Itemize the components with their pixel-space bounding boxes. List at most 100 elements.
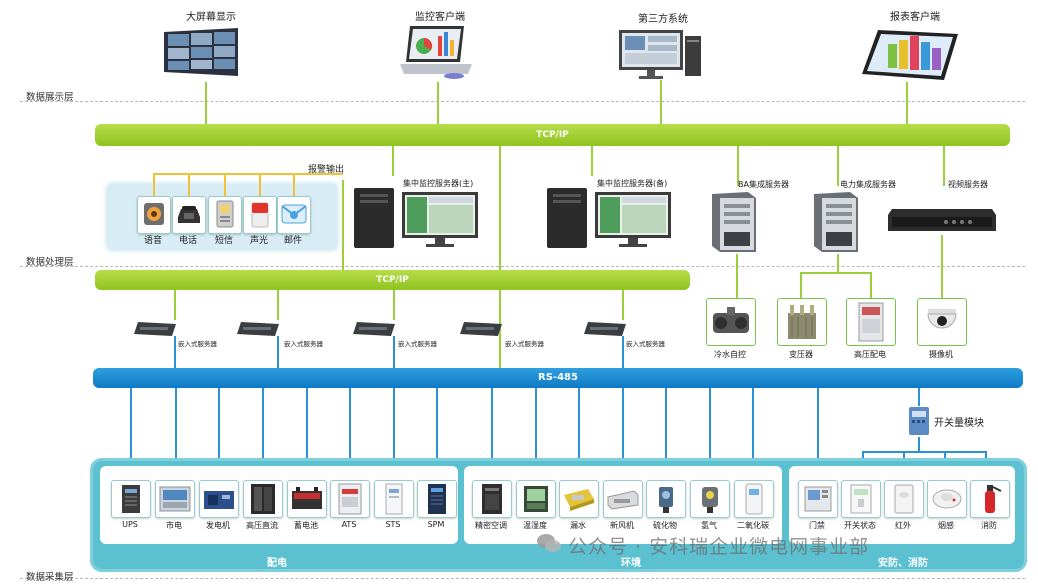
smoke-detector-tile bbox=[927, 480, 967, 518]
alarm-device-label: 邮件 bbox=[283, 236, 302, 246]
connector-line bbox=[737, 146, 739, 186]
battery-tile bbox=[287, 480, 327, 518]
power-section-title: 配电 bbox=[267, 558, 287, 569]
alarm-wire bbox=[224, 173, 226, 197]
security-device-label: 消防 bbox=[981, 521, 997, 530]
speaker-icon bbox=[144, 203, 164, 225]
smoke-detector-icon bbox=[932, 489, 962, 509]
alarm-wire bbox=[259, 173, 261, 197]
connector-line bbox=[130, 388, 132, 480]
connector-line bbox=[491, 388, 493, 480]
power-device-label: 市电 bbox=[166, 521, 182, 530]
connector-line bbox=[393, 336, 395, 368]
spm-cabinet-icon bbox=[428, 484, 446, 514]
security-section-title: 安防、消防 bbox=[878, 558, 928, 569]
thermo-hygrometer-icon bbox=[524, 486, 548, 512]
integrated-device-label: 变压器 bbox=[789, 350, 813, 359]
battery-icon bbox=[292, 487, 322, 509]
environment-device-label: 漏水 bbox=[570, 521, 586, 530]
fresh-air-unit-icon bbox=[607, 490, 639, 510]
connector-line bbox=[941, 235, 943, 298]
report-client-label: 报表客户端 bbox=[890, 12, 940, 23]
sms-modem-icon bbox=[216, 200, 234, 228]
switch-module-label: 开关量模块 bbox=[934, 418, 984, 429]
embedded-server-label: 嵌入式服务器 bbox=[178, 340, 217, 348]
video-server-label: 视频服务器 bbox=[948, 180, 988, 189]
connector-line bbox=[393, 388, 395, 480]
co2-tile bbox=[734, 480, 774, 518]
connector-line bbox=[175, 388, 177, 480]
security-device-label: 红外 bbox=[895, 521, 911, 530]
alarm-wire bbox=[293, 173, 295, 197]
fire-extinguisher-icon bbox=[985, 485, 1002, 513]
hydrogen-detector-icon bbox=[702, 487, 718, 513]
collection-layer-label: 数据采集层 bbox=[26, 572, 74, 583]
big-screen-label: 大屏幕显示 bbox=[186, 12, 236, 23]
connector-line bbox=[591, 146, 593, 176]
access-control-icon bbox=[804, 486, 832, 512]
email-icon bbox=[281, 204, 307, 224]
ats-switch-icon bbox=[338, 483, 362, 515]
embedded-server-unit bbox=[134, 321, 176, 336]
alarm-device-label: 声光 bbox=[249, 236, 268, 246]
switch-module-icon bbox=[906, 405, 932, 437]
tcp-ip-label: TCP/IP bbox=[536, 130, 569, 140]
watermark-text: 公众号 · 安科瑞企业微电网事业部 bbox=[568, 536, 870, 558]
hvdc-tile bbox=[243, 480, 283, 518]
precision-ac-icon bbox=[482, 484, 502, 514]
chiller-control-tile bbox=[706, 298, 756, 346]
connector-line bbox=[262, 388, 264, 480]
alarm-output-label: 报警输出 bbox=[308, 165, 345, 175]
connector-line bbox=[800, 272, 802, 298]
embedded-server-unit bbox=[584, 321, 626, 336]
backup-server-label: 集中监控服务器(备) bbox=[597, 179, 668, 188]
embedded-server-unit bbox=[353, 321, 395, 336]
processing-layer-divider bbox=[20, 266, 1025, 267]
connector-line bbox=[342, 180, 344, 270]
integrated-device-label: 摄像机 bbox=[929, 350, 953, 359]
connector-line bbox=[277, 336, 279, 368]
desktop-computer-icon bbox=[615, 26, 705, 80]
precision-ac-tile bbox=[472, 480, 512, 518]
connector-line bbox=[817, 388, 819, 480]
security-device-label: 门禁 bbox=[809, 521, 825, 530]
rs485-bus: RS-485 bbox=[93, 368, 1023, 388]
power-device-label: ATS bbox=[341, 520, 357, 529]
monitor-client-label: 监控客户端 bbox=[415, 12, 465, 23]
sms-alarm-tile bbox=[208, 196, 242, 234]
hvdc-cabinet-icon bbox=[251, 484, 275, 514]
connector-line bbox=[870, 272, 872, 298]
embedded-server-unit bbox=[460, 321, 502, 336]
switch-status-tile bbox=[841, 480, 881, 518]
infrared-tile bbox=[884, 480, 924, 518]
connector-line bbox=[218, 388, 220, 480]
display-layer-divider bbox=[20, 101, 1025, 102]
connector-line bbox=[277, 290, 279, 320]
power-device-label: SPM bbox=[427, 520, 445, 529]
water-leak-tile bbox=[559, 480, 599, 518]
power-device-label: 高压直流 bbox=[246, 521, 278, 530]
wechat-logo-icon bbox=[536, 532, 562, 554]
embedded-server-label: 嵌入式服务器 bbox=[398, 340, 437, 348]
alarm-wire bbox=[153, 173, 343, 175]
power-server-label: 电力集成服务器 bbox=[840, 180, 896, 189]
power-device-label: STS bbox=[385, 520, 401, 529]
voice-alarm-tile bbox=[137, 196, 171, 234]
phone-alarm-tile bbox=[172, 196, 206, 234]
connector-line bbox=[660, 80, 662, 124]
connector-line bbox=[306, 388, 308, 480]
display-layer-label: 数据展示层 bbox=[26, 92, 74, 103]
laptop-icon bbox=[398, 22, 474, 82]
fire-extinguisher-tile bbox=[970, 480, 1010, 518]
environment-device-label: 温湿度 bbox=[523, 521, 547, 530]
connector-line bbox=[578, 388, 580, 480]
water-leak-sensor-icon bbox=[564, 489, 594, 511]
transformer-icon bbox=[788, 305, 816, 339]
security-device-label: 开关状态 bbox=[844, 521, 876, 530]
connector-line bbox=[918, 388, 920, 406]
connector-line bbox=[665, 388, 667, 480]
alarm-wire bbox=[153, 173, 155, 197]
connector-line bbox=[349, 388, 351, 480]
sulfide-detector-icon bbox=[659, 487, 673, 513]
strobe-siren-icon bbox=[251, 202, 269, 228]
